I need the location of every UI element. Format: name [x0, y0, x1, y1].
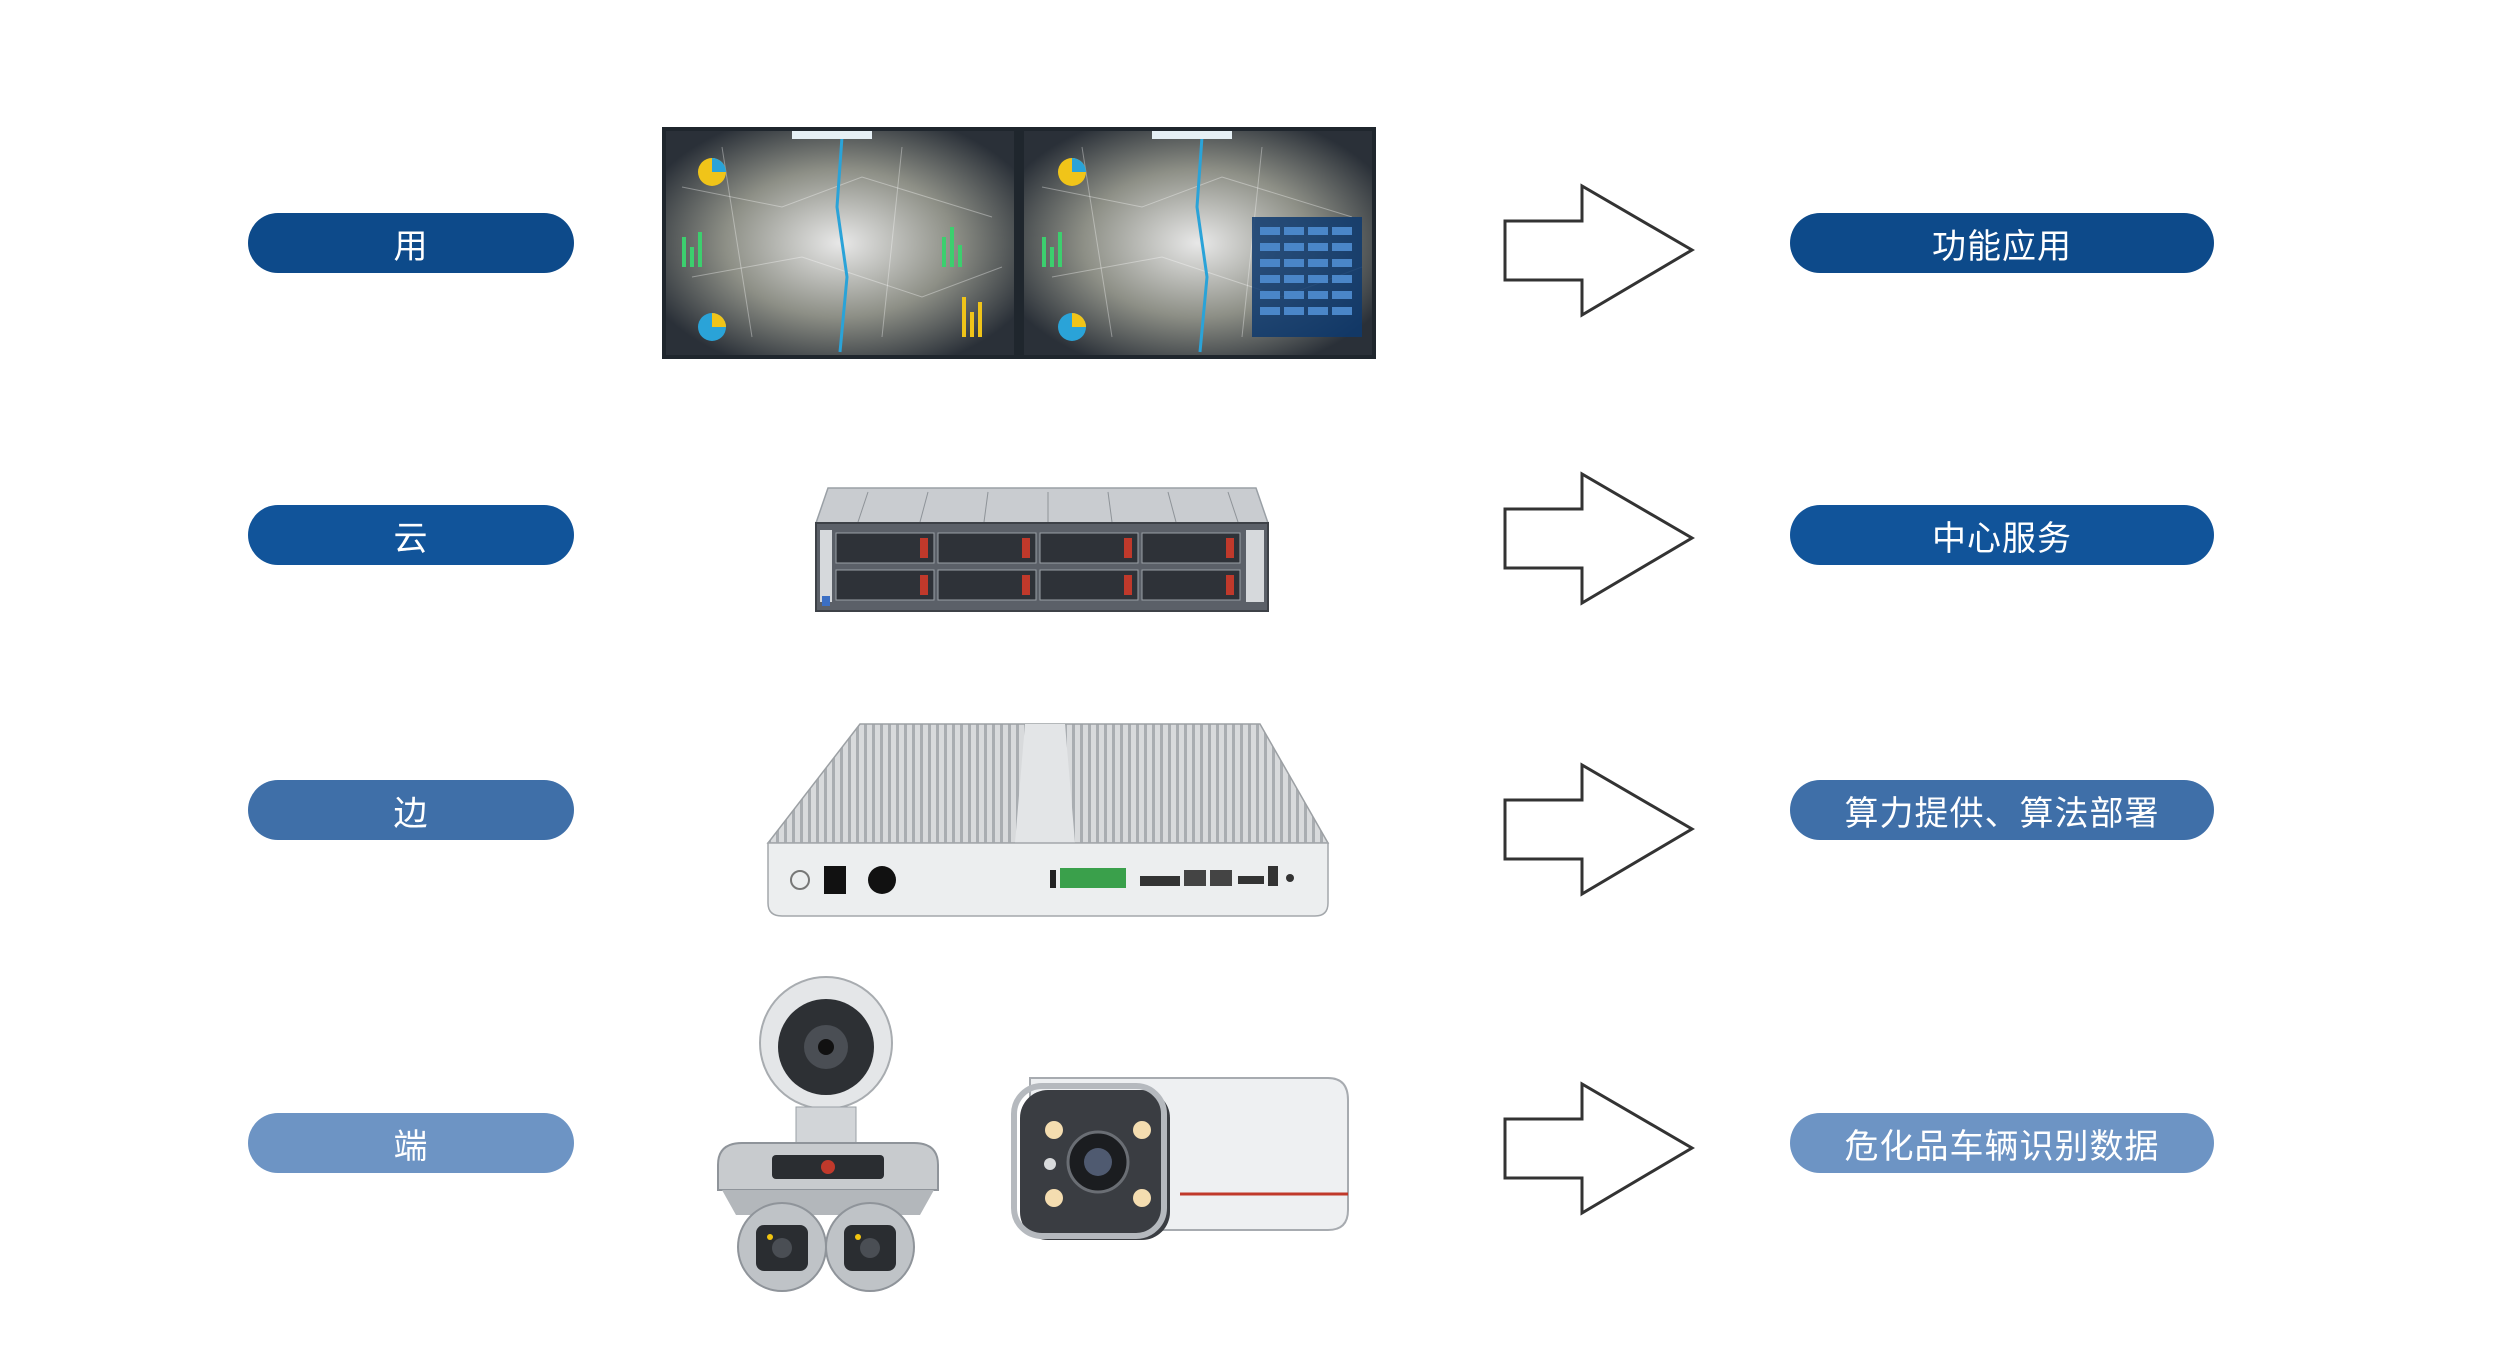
function-label-vehicle-recognition-data: 危化品车辆识别数据 [1790, 1113, 2214, 1173]
layer-label-cloud: 云 [248, 505, 574, 565]
edge-box-image [766, 723, 1330, 917]
function-label-application: 功能应用 [1790, 213, 2214, 273]
arrow-right-icon [1503, 762, 1695, 897]
layer-label-use: 用 [248, 213, 574, 273]
bullet-camera-image [1011, 1077, 1349, 1240]
function-label-compute-algorithm: 算力提供、算法部署 [1790, 780, 2214, 840]
dome-multi-lens-camera-image [717, 976, 939, 1292]
arrow-right-icon [1503, 183, 1695, 318]
function-label-center-service: 中心服务 [1790, 505, 2214, 565]
rack-server-image [814, 487, 1270, 612]
arrow-right-icon [1503, 1081, 1695, 1216]
layer-label-edge: 边 [248, 780, 574, 840]
layer-label-terminal: 端 [248, 1113, 574, 1173]
arrow-right-icon [1503, 471, 1695, 606]
dashboard-screens-image [662, 127, 1376, 359]
